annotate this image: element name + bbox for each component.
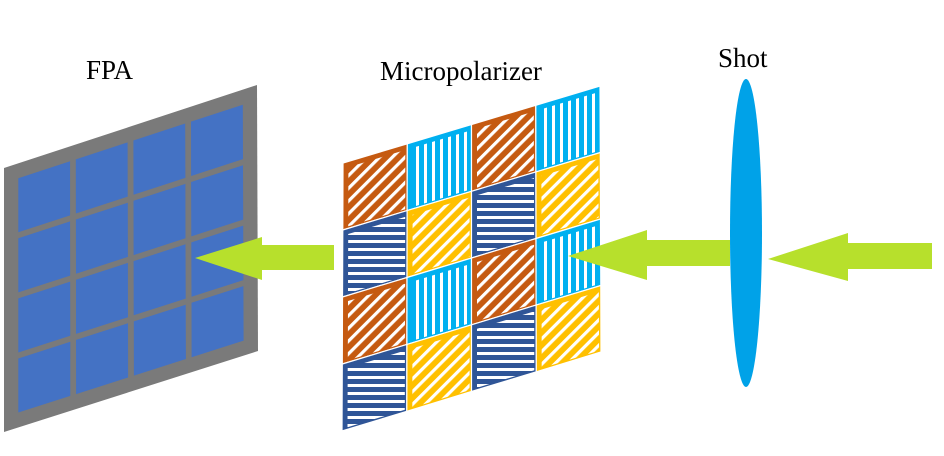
fpa-pixel xyxy=(133,304,186,376)
micropolarizer-cell-navy-horiz xyxy=(341,343,408,432)
cell-stripes-horiz xyxy=(477,311,535,388)
cell-stripes-horiz xyxy=(477,178,535,255)
fpa-pixel xyxy=(191,104,243,176)
micropolarizer-cell-cyan-vert xyxy=(535,85,601,173)
fpa-pixel xyxy=(76,323,129,395)
fpa-pixel xyxy=(133,123,186,195)
micropolarizer-cell-yellow-diag xyxy=(535,151,602,240)
micropolarizer-cell-grid xyxy=(341,85,602,432)
cell-stripes-diag xyxy=(541,291,600,369)
light-arrow-to-fpa xyxy=(195,237,334,280)
micropolarizer-cell-navy-horiz xyxy=(470,304,537,393)
fpa-pixel xyxy=(18,341,71,413)
fpa-pixel xyxy=(18,161,71,233)
shot-lens xyxy=(730,79,762,387)
cell-stripes-diag xyxy=(541,158,599,235)
micropolarizer-cell-orange-diag xyxy=(341,276,408,365)
light-arrow-to-lens xyxy=(768,233,932,281)
cell-stripes-diag xyxy=(412,197,470,274)
fpa-sensor-array xyxy=(4,85,258,432)
cell-stripes-diag xyxy=(347,283,406,361)
fpa-pixel xyxy=(18,281,71,353)
cell-stripes-horiz xyxy=(348,216,406,294)
fpa-pixel-grid xyxy=(18,104,244,413)
fpa-pixel xyxy=(75,142,128,214)
micropolarizer-cell-cyan-vert xyxy=(535,218,602,306)
shot-label: Shot xyxy=(718,43,768,73)
micropolarizer-cell-cyan-vert xyxy=(406,257,473,346)
fpa-label: FPA xyxy=(86,55,134,85)
cell-stripes-vert xyxy=(412,264,470,341)
fpa-pixel xyxy=(75,202,128,274)
fpa-pixel xyxy=(191,286,244,358)
fpa-pixel xyxy=(76,262,128,334)
micropolarizer-cell-navy-horiz xyxy=(470,171,537,259)
cell-stripes-vert xyxy=(541,225,599,302)
micropolarizer-cell-cyan-vert xyxy=(406,123,473,212)
micropolarizer-cell-yellow-diag xyxy=(535,284,602,373)
cell-stripes-diag xyxy=(477,111,534,188)
micropolarizer-cell-navy-horiz xyxy=(341,209,408,298)
cell-stripes-diag xyxy=(412,331,470,408)
light-arrow-to-micropolarizer xyxy=(568,230,730,280)
micropolarizer-cell-orange-diag xyxy=(470,104,537,193)
micropolarizer-cell-yellow-diag xyxy=(406,323,473,413)
micropolarizer-cell-yellow-diag xyxy=(406,190,473,279)
cell-stripes-diag xyxy=(477,244,535,322)
fpa-pixel xyxy=(18,221,71,293)
cell-stripes-horiz xyxy=(347,350,405,428)
micropolarizer-cell-orange-diag xyxy=(470,237,537,326)
cell-stripes-diag xyxy=(348,150,406,227)
cell-stripes-vert xyxy=(541,92,599,169)
micropolarizer-array xyxy=(341,85,602,432)
fpa-pixel xyxy=(191,165,244,237)
cell-stripes-vert xyxy=(412,130,470,207)
micropolarizer-label: Micropolarizer xyxy=(380,56,542,86)
fpa-pixel xyxy=(133,183,186,256)
fpa-pixel xyxy=(133,244,186,316)
